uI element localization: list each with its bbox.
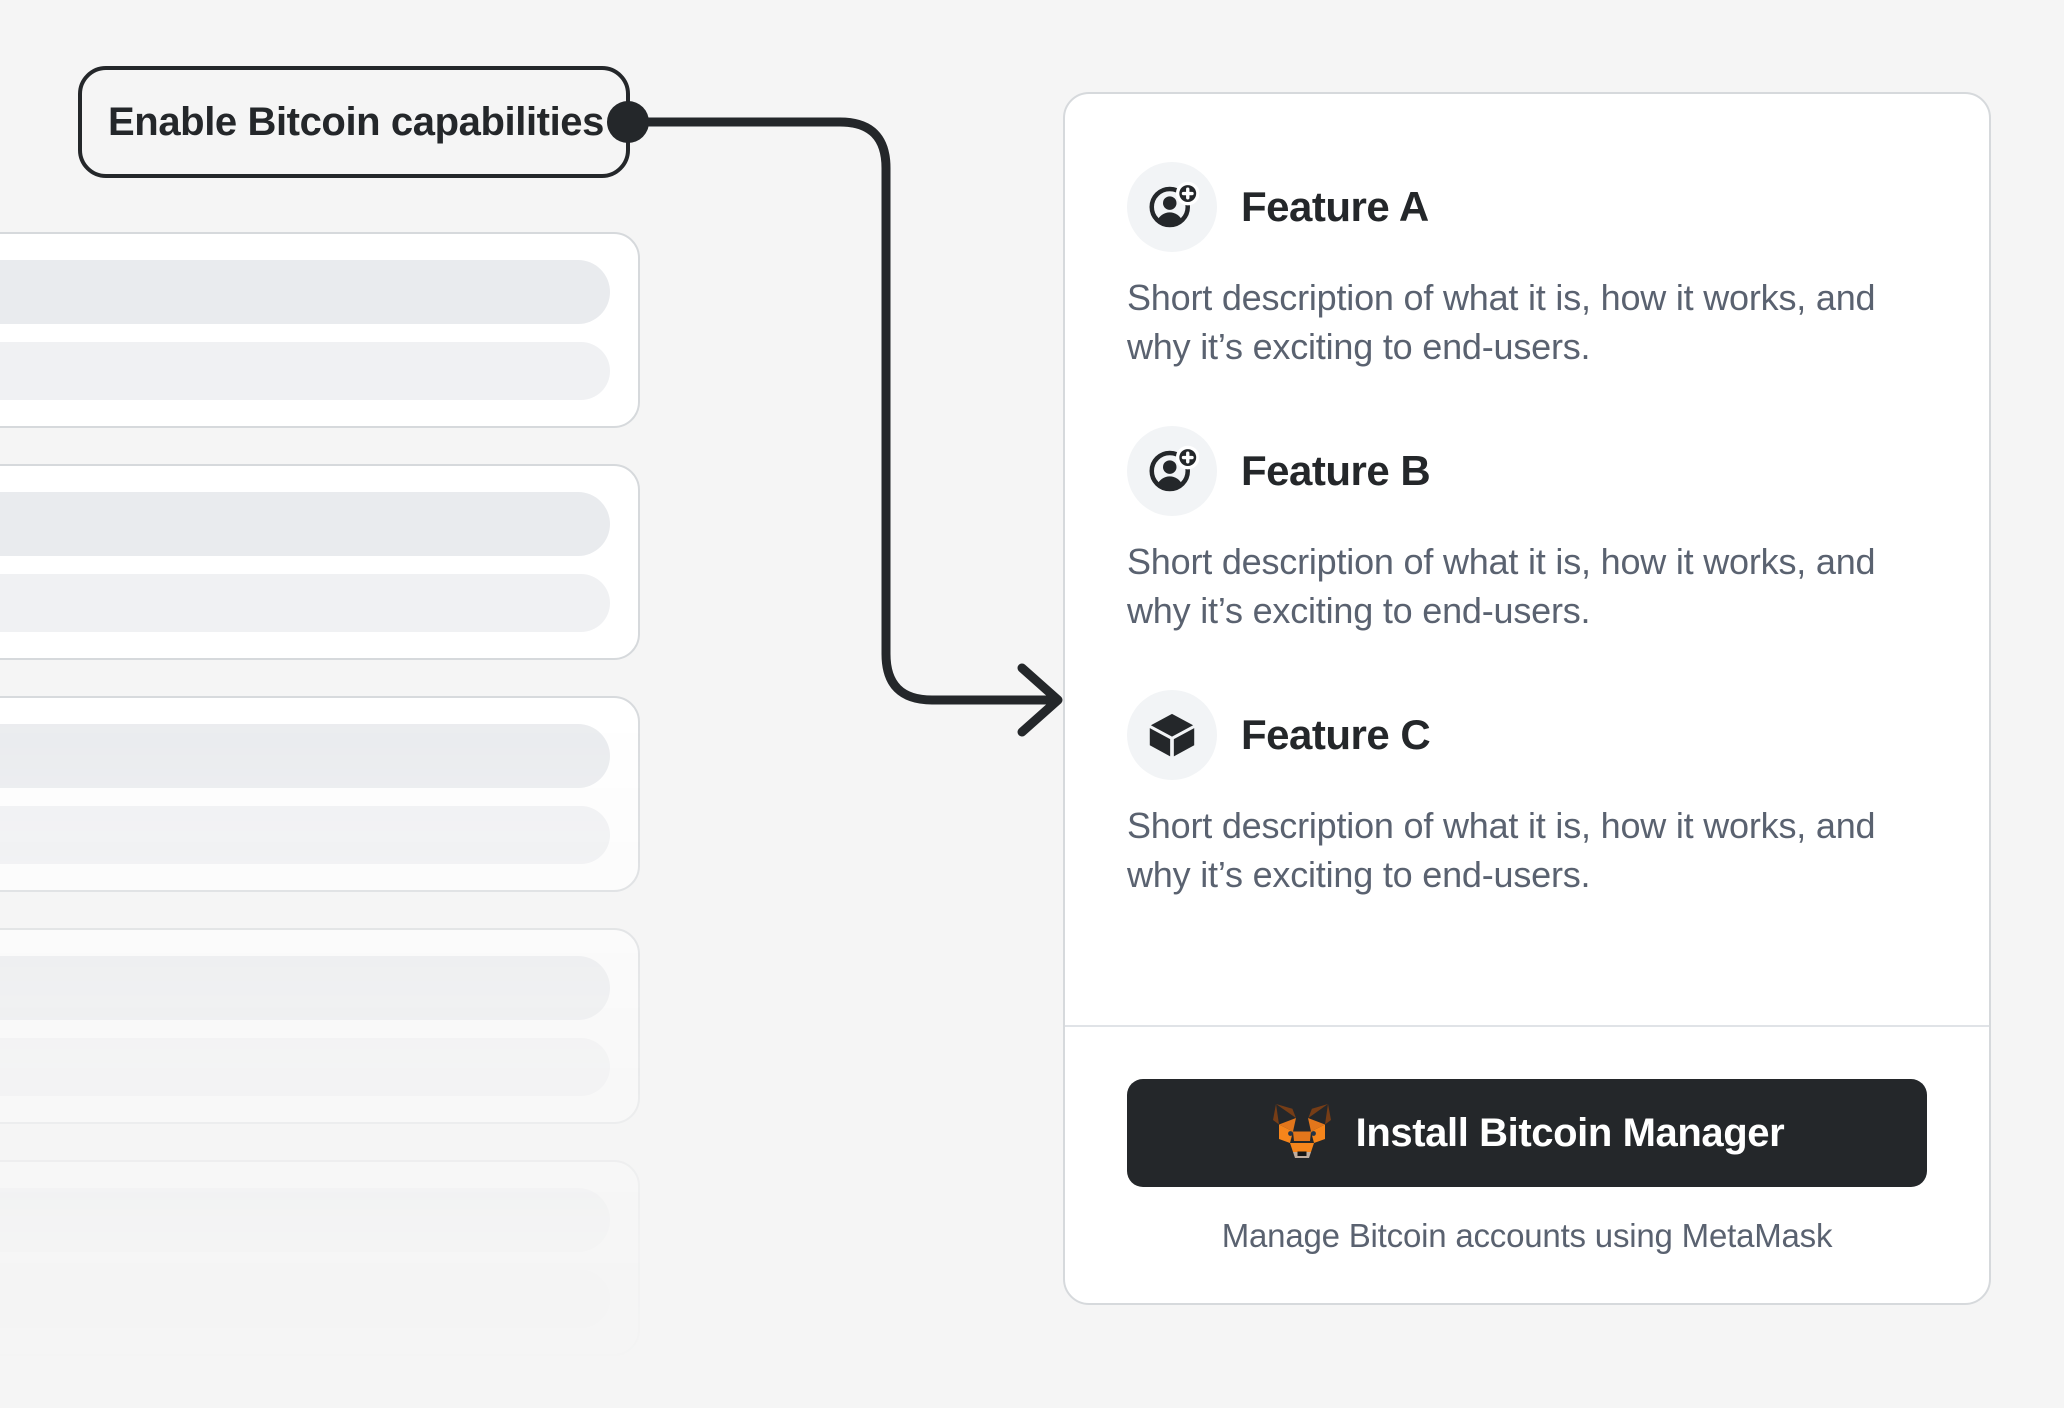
skeleton-bar-primary (0, 260, 610, 324)
skeleton-bar-secondary (0, 574, 610, 632)
panel-divider (1065, 1025, 1989, 1027)
skeleton-card (0, 232, 640, 428)
callout-label-pill: Enable Bitcoin capabilities (78, 66, 630, 178)
footer-caption: Manage Bitcoin accounts using MetaMask (1221, 1217, 1833, 1254)
feature-panel: Feature A Short description of what it i… (1063, 92, 1991, 1305)
install-bitcoin-manager-button[interactable]: Install Bitcoin Manager (1127, 1079, 1927, 1187)
metamask-fox-icon (1270, 1102, 1334, 1165)
feature-item: Feature B Short description of what it i… (1127, 425, 1927, 636)
feature-description: Short description of what it is, how it … (1127, 540, 1876, 631)
skeleton-card (0, 696, 640, 892)
skeleton-card (0, 464, 640, 660)
skeleton-placeholder-column (0, 232, 640, 1408)
user-add-icon (1127, 162, 1217, 252)
skeleton-card (0, 928, 640, 1124)
feature-item: Feature A Short description of what it i… (1127, 162, 1927, 372)
skeleton-bar-secondary (0, 1038, 610, 1096)
feature-title: Feature C (1241, 710, 1431, 758)
arrow-right-icon (1017, 663, 1063, 737)
skeleton-card (0, 1160, 640, 1356)
skeleton-bar-secondary (0, 806, 610, 864)
skeleton-bar-primary (0, 492, 610, 556)
feature-description: Short description of what it is, how it … (1127, 804, 1876, 895)
feature-title: Feature A (1241, 183, 1429, 230)
feature-description: Short description of what it is, how it … (1127, 277, 1876, 367)
feature-item: Feature C Short description of what it i… (1127, 689, 1927, 900)
skeleton-bar-secondary (0, 342, 610, 400)
skeleton-bar-primary (0, 724, 610, 788)
panel-footer: Install Bitcoin Manager Manage Bitcoin a… (1065, 1027, 1989, 1303)
feature-list: Feature A Short description of what it i… (1065, 94, 1989, 1025)
install-button-label: Install Bitcoin Manager (1355, 1110, 1785, 1155)
cube-icon (1127, 689, 1217, 780)
feature-header: Feature A (1127, 162, 1927, 252)
feature-header: Feature C (1127, 689, 1927, 780)
connector-path (623, 117, 1062, 705)
user-add-icon (1127, 425, 1217, 516)
feature-title: Feature B (1241, 446, 1431, 494)
skeleton-bar-secondary (0, 1270, 610, 1328)
skeleton-bar-primary (0, 1188, 610, 1252)
callout-label-text: Enable Bitcoin capabilities (108, 99, 604, 144)
feature-header: Feature B (1127, 425, 1927, 516)
skeleton-bar-primary (0, 956, 610, 1020)
